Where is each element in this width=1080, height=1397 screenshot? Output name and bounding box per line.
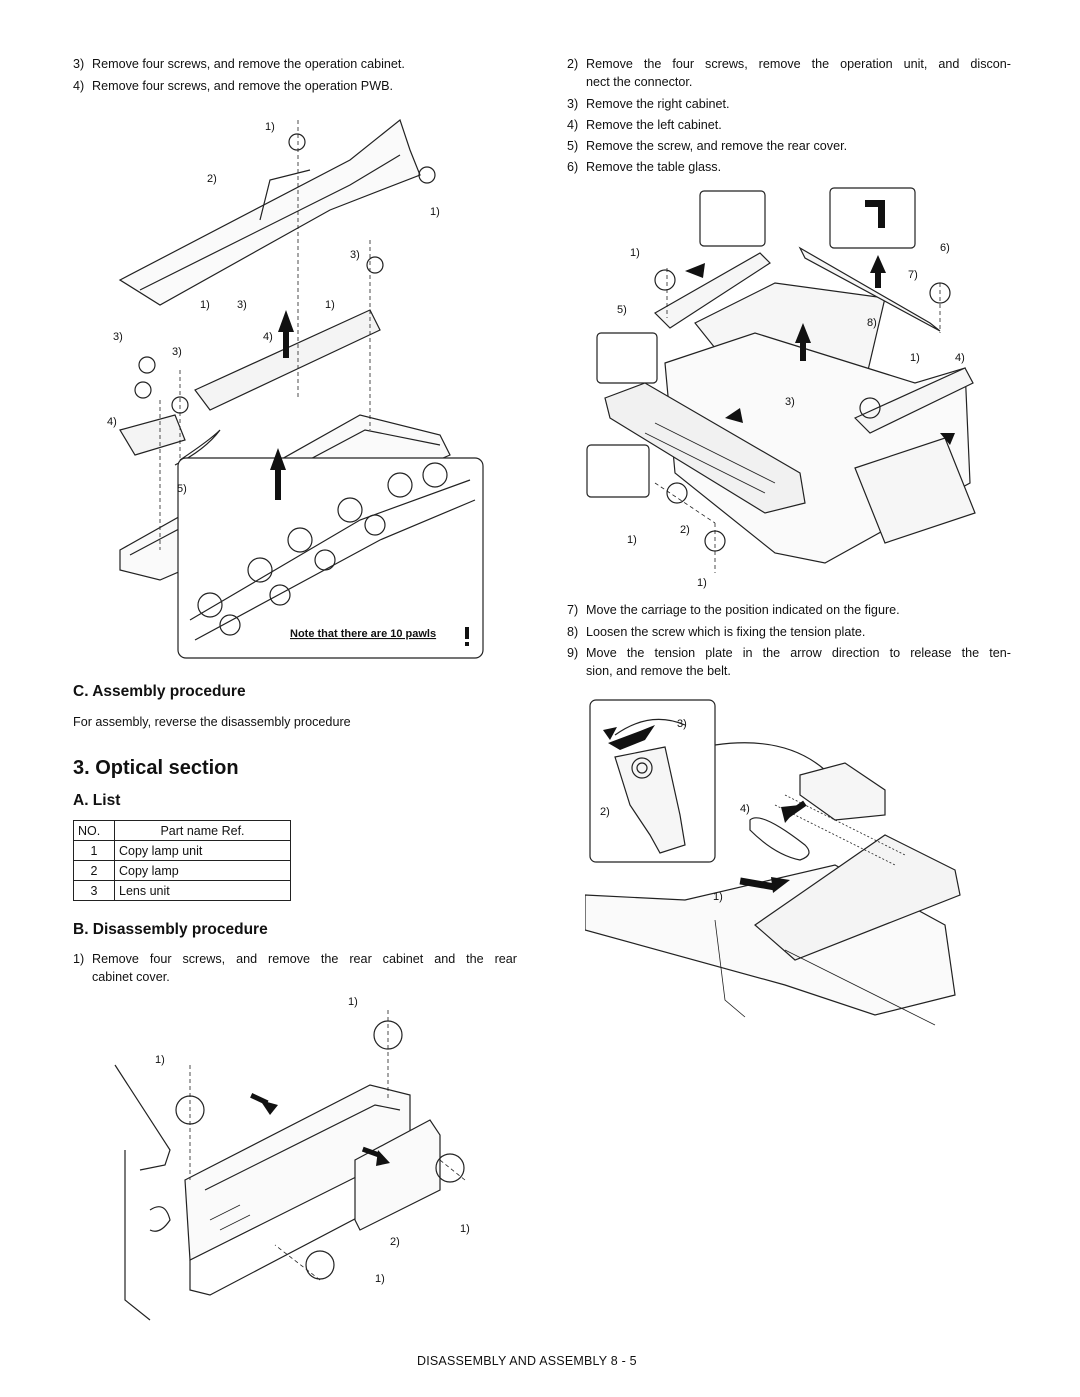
callout-2: 2): [390, 1236, 400, 1248]
callout-7: 7): [908, 269, 918, 281]
step-text-line2: sion, and remove the belt.: [586, 664, 731, 678]
step-text: Loosen the screw which is fixing the ten…: [586, 625, 866, 639]
table-cell-name: Copy lamp: [114, 860, 291, 881]
callout-1: 1): [697, 577, 707, 589]
table-row: 2 Copy lamp: [73, 860, 291, 881]
callout-1: 1): [430, 206, 440, 218]
callout-1: 1): [460, 1223, 470, 1235]
page-footer: DISASSEMBLY AND ASSEMBLY 8 - 5: [417, 1354, 637, 1368]
callout-3: 3): [350, 249, 360, 261]
step-text: Remove four screws, and remove the opera…: [92, 79, 393, 93]
callout-3: 3): [172, 346, 182, 358]
step-text: Remove four screws, and remove the opera…: [92, 57, 405, 71]
parts-list-table: NO. Part name Ref. 1 Copy lamp unit 2 Co…: [73, 820, 291, 901]
step-text-line2: cabinet cover.: [92, 970, 170, 984]
step-number: 5): [567, 139, 579, 153]
callout-8: 8): [867, 317, 877, 329]
callout-1: 1): [627, 534, 637, 546]
callout-1: 1): [713, 891, 723, 903]
table-row: 1 Copy lamp unit: [73, 840, 291, 861]
callout-2: 2): [680, 524, 690, 536]
callout-3: 3): [237, 299, 247, 311]
pawls-note: Note that there are 10 pawls: [290, 628, 436, 640]
section-c-text: For assembly, reverse the disassembly pr…: [73, 715, 351, 729]
rear-cabinet-removal-diagram: 1) 1) 1) 2) 1): [110, 990, 490, 1325]
callout-1: 1): [325, 299, 335, 311]
callout-3: 3): [113, 331, 123, 343]
step-text-line1: Remove four screws, and remove the rear …: [92, 952, 517, 966]
table-row: 3 Lens unit: [73, 880, 291, 901]
callout-1: 1): [630, 247, 640, 259]
step-number: 7): [567, 603, 579, 617]
section-c-heading: C. Assembly procedure: [73, 683, 246, 700]
callout-1: 1): [910, 352, 920, 364]
step-number: 4): [73, 79, 85, 93]
step-text-line1: Move the tension plate in the arrow dire…: [586, 646, 1011, 660]
step-text-line2: nect the connector.: [586, 75, 693, 89]
table-cell-no: 1: [73, 840, 115, 861]
callout-1: 1): [375, 1273, 385, 1285]
callout-4: 4): [740, 803, 750, 815]
table-cell-no: 3: [73, 880, 115, 901]
step-text: Remove the table glass.: [586, 160, 722, 174]
section-a-heading: A. List: [73, 792, 121, 809]
callout-1: 1): [155, 1054, 165, 1066]
cabinet-glass-removal-diagram: 1) 6) 7) 5) 8) 1) 4) 3) 1) 2) 1): [585, 183, 985, 593]
step-text: Move the carriage to the position indica…: [586, 603, 900, 617]
callout-1: 1): [265, 121, 275, 133]
step-number: 8): [567, 625, 579, 639]
callout-1: 1): [200, 299, 210, 311]
callout-4: 4): [263, 331, 273, 343]
table-cell-name: Lens unit: [114, 880, 291, 901]
step-text: Remove the screw, and remove the rear co…: [586, 139, 848, 153]
callout-3: 3): [677, 718, 687, 730]
callout-2: 2): [207, 173, 217, 185]
table-header-no: NO.: [73, 820, 115, 841]
table-cell-name: Copy lamp unit: [114, 840, 291, 861]
step-number: 3): [73, 57, 85, 71]
step-number: 2): [567, 57, 579, 71]
callout-4: 4): [955, 352, 965, 364]
step-number: 9): [567, 646, 579, 660]
callout-4: 4): [107, 416, 117, 428]
callout-2: 2): [600, 806, 610, 818]
callout-6: 6): [940, 242, 950, 254]
callout-5: 5): [617, 304, 627, 316]
callout-5: 5): [177, 483, 187, 495]
step-number: 1): [73, 952, 85, 966]
step-text: Remove the right cabinet.: [586, 97, 730, 111]
table-header-part-name: Part name Ref.: [114, 820, 291, 841]
table-header-row: NO. Part name Ref.: [73, 820, 291, 841]
step-text: Remove the left cabinet.: [586, 118, 722, 132]
table-cell-no: 2: [73, 860, 115, 881]
section-b-heading: B. Disassembly procedure: [73, 921, 268, 938]
step-number: 6): [567, 160, 579, 174]
step-number: 3): [567, 97, 579, 111]
callout-1: 1): [348, 996, 358, 1008]
operation-cabinet-exploded-diagram: 1) 2) 1) 3) 1) 3) 1) 3) 3) 4) 4) 5) Note…: [100, 100, 490, 665]
step-number: 4): [567, 118, 579, 132]
optical-section-heading: 3. Optical section: [73, 757, 239, 779]
callout-3: 3): [785, 396, 795, 408]
step-text-line1: Remove the four screws, remove the opera…: [586, 57, 1011, 71]
tension-plate-belt-diagram: 3) 2) 4) 1): [585, 695, 985, 1030]
